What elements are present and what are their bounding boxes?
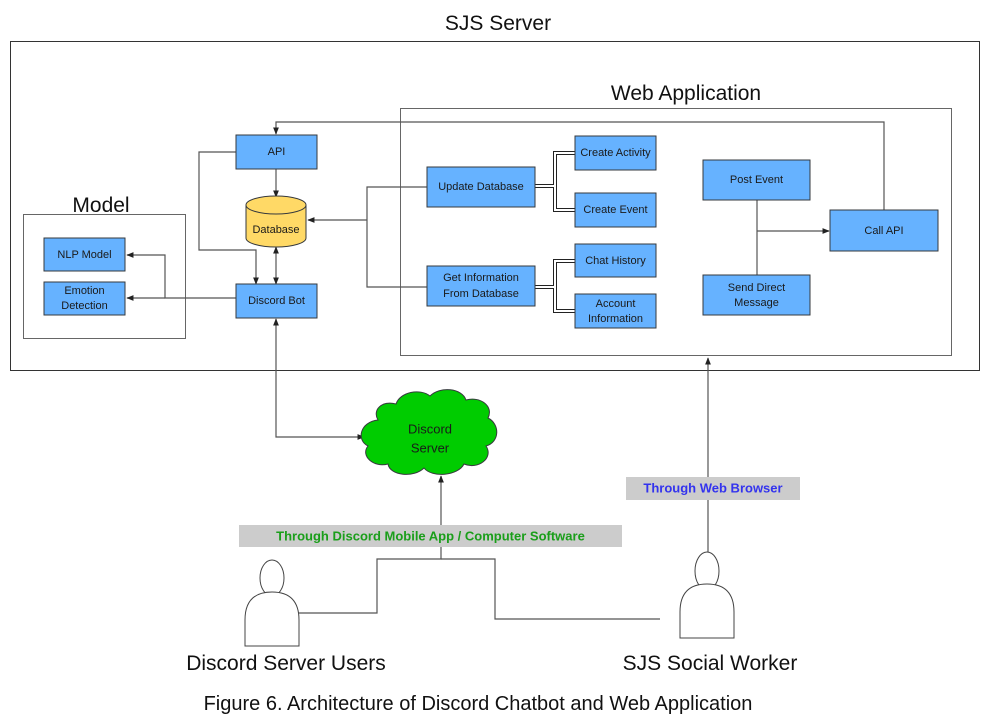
node-emotion-detection: Emotion Detection: [43, 281, 126, 316]
node-discord-bot: Discord Bot: [235, 283, 318, 319]
svg-text:Message: Message: [734, 297, 779, 309]
svg-text:Account: Account: [596, 298, 636, 310]
node-database: Database: [245, 195, 307, 248]
svg-text:Create Event: Create Event: [583, 204, 647, 216]
actor-discord-server-users-label: Discord Server Users: [186, 652, 386, 675]
svg-text:Emotion: Emotion: [64, 285, 104, 297]
node-send-direct-message: Send Direct Message: [702, 274, 811, 316]
edge-social-worker-to-discord: [441, 558, 660, 620]
actor-discord-server-users-icon: [244, 559, 300, 647]
svg-text:API: API: [268, 146, 286, 158]
svg-text:Information: Information: [588, 313, 643, 325]
svg-text:Get Information: Get Information: [443, 272, 519, 284]
node-nlp-model: NLP Model: [43, 237, 126, 272]
svg-text:From Database: From Database: [443, 288, 519, 300]
web-application-title: Web Application: [611, 82, 761, 105]
svg-text:Database: Database: [252, 224, 299, 236]
svg-text:Server: Server: [411, 440, 450, 455]
node-call-api: Call API: [829, 209, 939, 252]
svg-text:Through Web Browser: Through Web Browser: [643, 480, 782, 495]
figure-caption: Figure 6. Architecture of Discord Chatbo…: [204, 693, 753, 715]
svg-text:Call API: Call API: [864, 225, 903, 237]
node-create-activity: Create Activity: [574, 135, 657, 171]
svg-text:Chat History: Chat History: [585, 255, 646, 267]
model-container: [23, 214, 186, 339]
edge-bot-to-nlp: [126, 252, 236, 299]
node-api: API: [235, 134, 318, 170]
branch-get-information: [535, 259, 575, 313]
svg-text:Send Direct: Send Direct: [728, 282, 785, 294]
svg-text:Discord Bot: Discord Bot: [248, 295, 305, 307]
node-chat-history: Chat History: [574, 243, 657, 278]
svg-text:Through Discord Mobile App / C: Through Discord Mobile App / Computer So…: [276, 528, 585, 543]
node-post-event: Post Event: [702, 159, 811, 201]
actor-social-worker-icon: [679, 551, 735, 639]
svg-text:Update Database: Update Database: [438, 181, 524, 193]
model-title: Model: [72, 194, 129, 217]
edge-call-api-to-api: [273, 121, 885, 210]
node-get-information: Get Information From Database: [426, 265, 536, 307]
node-update-database: Update Database: [426, 166, 536, 208]
svg-text:Detection: Detection: [61, 300, 107, 312]
branch-update-database: [535, 151, 575, 212]
svg-text:Discord: Discord: [408, 421, 452, 436]
svg-text:NLP Model: NLP Model: [57, 249, 111, 261]
edge-webapp-db-bracket: [366, 186, 427, 288]
svg-text:Create Activity: Create Activity: [580, 147, 651, 159]
edge-api-to-discord-bot: [198, 151, 259, 285]
node-discord-server-cloud: Discord Server: [360, 389, 498, 475]
node-account-information: Account Information: [574, 293, 657, 329]
edge-bot-discord-server: [273, 318, 365, 440]
edge-label-discord-app: Through Discord Mobile App / Computer So…: [239, 525, 622, 547]
sjs-server-container: [10, 41, 980, 371]
web-application-container: [400, 108, 952, 356]
actor-social-worker-label: SJS Social Worker: [623, 652, 798, 675]
sjs-server-title: SJS Server: [445, 12, 551, 35]
edge-label-web-browser: Through Web Browser: [626, 477, 800, 500]
node-create-event: Create Event: [574, 192, 657, 228]
svg-text:Post Event: Post Event: [730, 174, 783, 186]
